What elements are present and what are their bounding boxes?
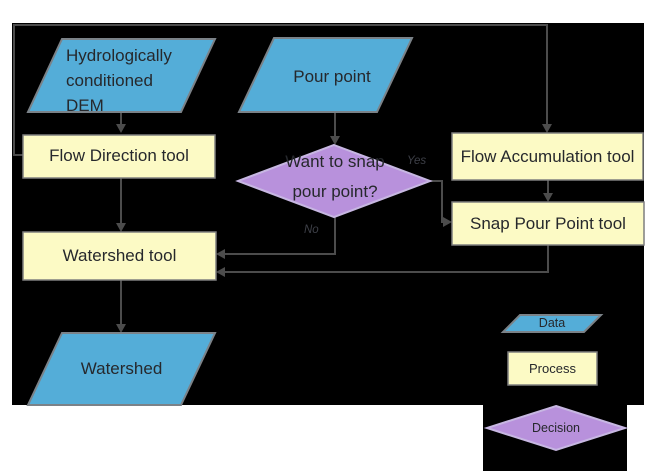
edge-decision-no-to-watershedtool xyxy=(216,217,336,259)
edge-flowaccumulation-to-snappourpoint xyxy=(543,180,553,202)
watershed-tool-node-label: Watershed tool xyxy=(62,246,177,265)
snap-pour-point-node-label: Snap Pour Point tool xyxy=(470,214,626,233)
watershed-output-node-shape xyxy=(26,332,217,406)
pour-point-node-label: Pour point xyxy=(293,67,371,86)
watershed-tool-node-shape xyxy=(22,231,217,281)
decision-label-line2: pour point? xyxy=(292,182,378,201)
edge-dem-to-flowdirection xyxy=(116,112,126,133)
snap-pour-point-node-shape xyxy=(451,201,645,246)
legend-decision-label: Decision xyxy=(532,421,580,435)
flow-direction-node-shape xyxy=(22,134,216,179)
pour-point-node-shape xyxy=(237,37,414,113)
decision-label-line1: Want to snap xyxy=(285,152,385,171)
edge-label-no: No xyxy=(304,224,319,236)
legend-data-label: Data xyxy=(538,316,566,330)
edge-decision-yes-to-snappourpoint xyxy=(430,180,452,227)
legend-decision-shape xyxy=(483,404,629,452)
edge-watershedtool-to-watershed xyxy=(116,280,126,333)
edge-label-yes: Yes xyxy=(407,155,427,167)
decision-node-label: Want to snap pour point? xyxy=(244,147,426,207)
dem-node-label: Hydrologically conditioned DEM xyxy=(66,43,196,118)
edge-flowdirection-to-flowaccumulation xyxy=(13,24,552,156)
legend-process-shape xyxy=(507,351,598,386)
dem-node-shape xyxy=(26,38,217,113)
edge-flowdirection-to-watershedtool xyxy=(116,178,126,232)
flow-accumulation-node-shape xyxy=(451,132,644,181)
dem-label-line3: DEM xyxy=(66,96,104,115)
dem-label-line1: Hydrologically xyxy=(66,46,172,65)
flow-direction-node-label: Flow Direction tool xyxy=(49,146,189,165)
edge-snappourpoint-to-watershedtool xyxy=(216,245,549,277)
edge-pourpoint-to-decision xyxy=(330,112,340,145)
legend-data-shape xyxy=(500,314,604,333)
watershed-output-node-label: Watershed xyxy=(80,359,163,378)
legend-process-label: Process xyxy=(529,361,576,376)
flow-accumulation-node-label: Flow Accumulation tool xyxy=(460,147,635,166)
decision-node-shape xyxy=(235,143,433,219)
dem-label-line2: conditioned xyxy=(66,71,153,90)
